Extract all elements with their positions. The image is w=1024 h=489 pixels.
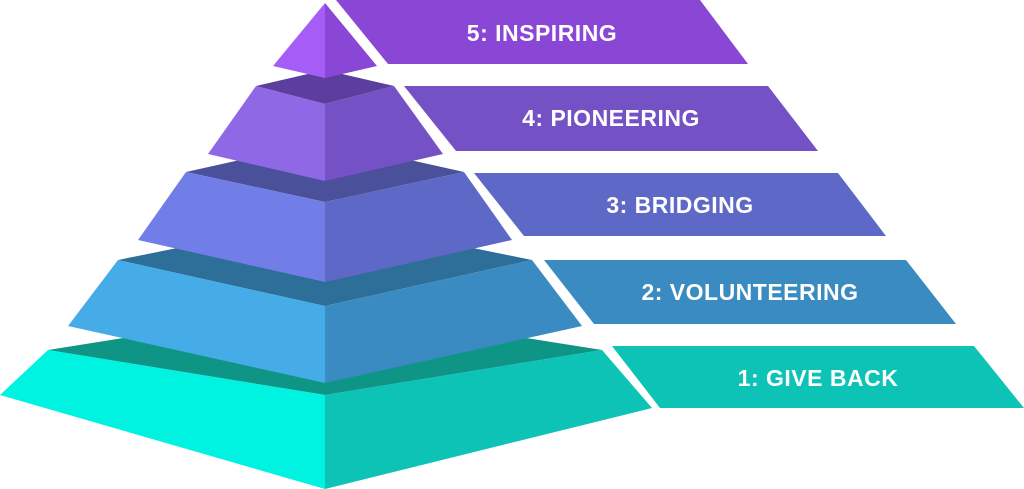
pyramid-level-3-side bbox=[325, 172, 512, 282]
band-level-1-shape bbox=[612, 346, 1024, 408]
band-level-5-shape bbox=[336, 0, 748, 64]
band-level-3: 3: BRIDGING bbox=[474, 173, 886, 236]
pyramid-level-3-front bbox=[138, 172, 325, 282]
band-level-1: 1: GIVE BACK bbox=[612, 346, 1024, 408]
band-level-4-shape bbox=[404, 86, 818, 151]
pyramid-layers bbox=[0, 3, 652, 489]
band-level-2: 2: VOLUNTEERING bbox=[544, 260, 956, 324]
pyramid-bands: 5: INSPIRING 4: PIONEERING 3: BRIDGING 2… bbox=[336, 0, 1024, 408]
band-level-1-label: 1: GIVE BACK bbox=[738, 365, 899, 391]
pyramid-level-4-top bbox=[256, 70, 394, 104]
pyramid-level-4 bbox=[208, 70, 443, 181]
band-level-4: 4: PIONEERING bbox=[404, 86, 818, 151]
pyramid-level-2-front bbox=[68, 260, 325, 383]
band-level-5-label: 5: INSPIRING bbox=[467, 20, 617, 46]
pyramid-level-1-side bbox=[325, 350, 652, 489]
band-level-3-label: 3: BRIDGING bbox=[606, 192, 753, 218]
band-level-2-label: 2: VOLUNTEERING bbox=[641, 279, 858, 305]
band-level-5: 5: INSPIRING bbox=[336, 0, 748, 64]
band-level-4-label: 4: PIONEERING bbox=[522, 105, 700, 131]
pyramid-level-5 bbox=[273, 3, 377, 78]
pyramid-level-4-front bbox=[208, 86, 325, 181]
pyramid-level-2-side bbox=[325, 260, 582, 383]
band-level-2-shape bbox=[544, 260, 956, 324]
pyramid-level-1-front bbox=[0, 350, 325, 489]
band-level-3-shape bbox=[474, 173, 886, 236]
pyramid-level-4-side bbox=[325, 86, 443, 181]
pyramid-level-5-side bbox=[325, 3, 377, 78]
pyramid-level-5-front bbox=[273, 3, 325, 78]
